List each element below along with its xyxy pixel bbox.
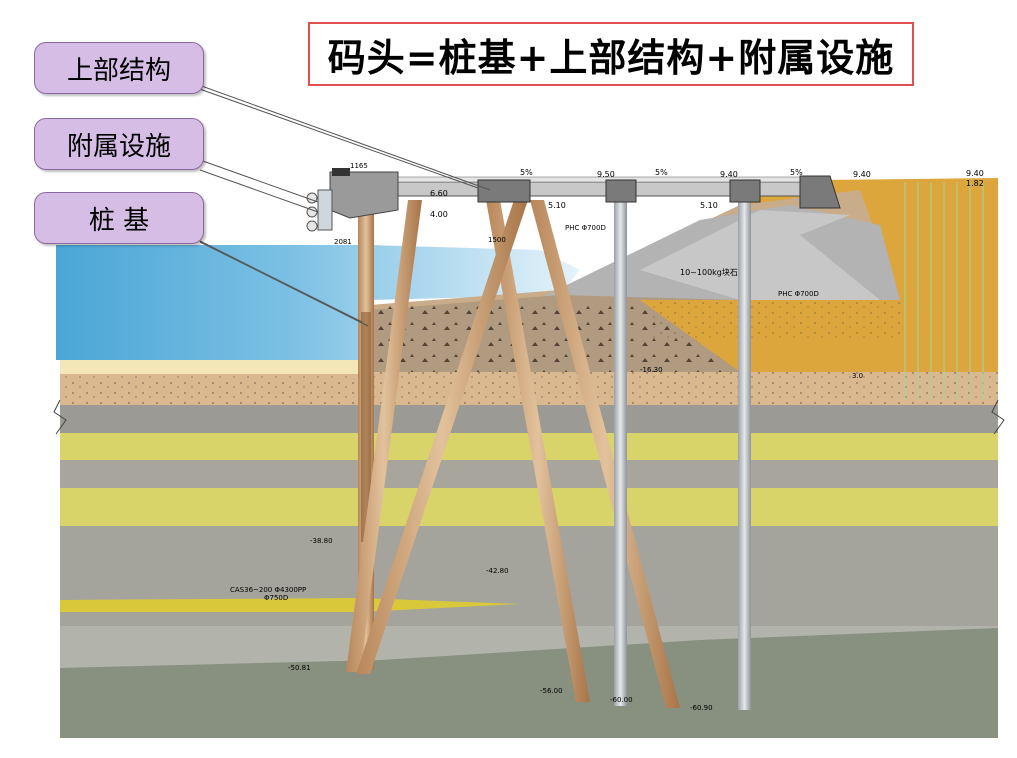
level-5-10-b: 5.10 bbox=[700, 201, 718, 210]
top-elevation-2: 9.40 bbox=[720, 170, 738, 179]
slope-inner-stone bbox=[640, 210, 880, 300]
wick-drains bbox=[904, 182, 984, 400]
raking-pile-2 bbox=[486, 200, 590, 702]
raking-pile-4 bbox=[530, 200, 680, 708]
dimension-2: 2081 bbox=[334, 238, 352, 246]
right-top-elevation: 9.40 bbox=[966, 169, 984, 178]
callout-pointers bbox=[179, 81, 491, 327]
callout-ancillary: 附属设施 bbox=[34, 118, 204, 170]
top-elevation-3: 9.40 bbox=[853, 170, 871, 179]
front-beam bbox=[329, 171, 399, 219]
elev-50-81: -50.81 bbox=[288, 664, 311, 672]
page-title: 码头=桩基+上部结构+附属设施 bbox=[308, 22, 914, 86]
elev-60-00: -60.00 bbox=[610, 696, 633, 704]
pile-spec: CAS36~200 Φ4300PP bbox=[230, 586, 306, 594]
slope-2: 5% bbox=[655, 168, 668, 177]
fender-system bbox=[306, 189, 333, 232]
dimension-3: 1500 bbox=[488, 236, 506, 244]
deck-elevation: 6.60 bbox=[430, 189, 448, 198]
top-elevation-1: 9.50 bbox=[597, 170, 615, 179]
bollard bbox=[332, 168, 350, 176]
pile-spec-2: Φ750D bbox=[264, 594, 288, 602]
piles bbox=[346, 200, 751, 710]
rear-cap bbox=[799, 175, 841, 209]
callout-piles: 桩 基 bbox=[34, 192, 204, 244]
dimension-1: 1165 bbox=[350, 162, 368, 170]
water bbox=[56, 245, 580, 360]
stratum-grey-2 bbox=[60, 460, 998, 488]
stratum-thin-yellow-lens bbox=[60, 598, 520, 612]
elev-60-90: -60.90 bbox=[690, 704, 713, 712]
fender-panel bbox=[317, 189, 333, 231]
elev-56-00: -56.00 bbox=[540, 687, 563, 695]
raking-pile-1 bbox=[346, 200, 422, 672]
stone-label: 10~100kg块石 bbox=[680, 267, 738, 277]
superstructure bbox=[329, 168, 841, 219]
pile-cap-2 bbox=[605, 179, 637, 203]
break-line-right bbox=[991, 399, 1005, 435]
elev-42-80: -42.80 bbox=[486, 567, 509, 575]
level-4-00: 4.00 bbox=[430, 210, 448, 219]
slope-3: 5% bbox=[790, 168, 803, 177]
callout-superstructure: 上部结构 bbox=[34, 42, 204, 94]
pile-label-a: PHC Φ700D bbox=[565, 224, 606, 232]
level-5-10-a: 5.10 bbox=[548, 201, 566, 210]
break-line-left bbox=[53, 399, 67, 435]
stratum-sand-light bbox=[60, 360, 360, 374]
right-level: 3.0 bbox=[852, 372, 863, 380]
annotations: 6.60 9.50 9.40 9.40 9.40 1.82 4.00 5.10 … bbox=[230, 162, 984, 712]
raking-pile-3 bbox=[356, 200, 528, 674]
stratum-yellow-2 bbox=[60, 488, 998, 526]
vertical-pile-rear bbox=[738, 200, 751, 710]
stratum-bottom bbox=[60, 628, 998, 738]
vertical-pile-mid bbox=[614, 200, 627, 706]
pile-cap-3 bbox=[729, 179, 761, 203]
elev-mudline: -16.30 bbox=[640, 366, 663, 374]
right-mid-elevation: 1.82 bbox=[966, 179, 984, 188]
elev-38-80: -38.80 bbox=[310, 537, 333, 545]
slope-1: 5% bbox=[520, 168, 533, 177]
pile-label-b: PHC Φ700D bbox=[778, 290, 819, 298]
pile-cap-1 bbox=[477, 179, 531, 203]
